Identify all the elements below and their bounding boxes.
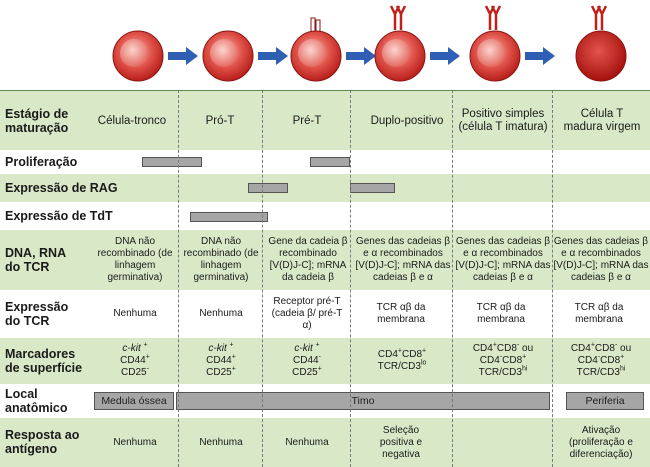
- markers-c4: CD4+CD8+ TCR/CD3lo: [377, 347, 427, 372]
- tdt-row: Expressão de TdT: [0, 202, 650, 230]
- arrow-icon: [346, 47, 376, 65]
- tcr-c5: TCR αβ da membrana: [476, 302, 526, 325]
- markers-c2: c-kit + CD44+ CD25+: [206, 341, 236, 378]
- maturation-table: Estágio de maturação Célula-tronco Pró-T…: [0, 90, 650, 467]
- single-positive-cell-icon: [469, 5, 521, 82]
- markers-c1: c-kit + CD44+ CD25-: [120, 341, 150, 378]
- proliferation-label: Proliferação: [5, 155, 78, 169]
- tcr-c2: Nenhuma: [199, 308, 243, 319]
- response-row: Resposta ao antígeno Nenhuma Nenhuma Nen…: [0, 418, 650, 467]
- col-double-positive: Duplo-positivo: [370, 114, 444, 127]
- dna-c6: Genes das cadeias β e α recombinados [V(…: [553, 236, 649, 283]
- rag-label: Expressão de RAG: [5, 181, 118, 195]
- tcr-c6: TCR αβ da membrana: [574, 302, 624, 325]
- response-label: Resposta ao antígeno: [5, 428, 80, 456]
- stage-row: Estágio de maturação Célula-tronco Pró-T…: [0, 90, 650, 151]
- tcr-row: Expressão do TCR Nenhuma Nenhuma Recepto…: [0, 290, 650, 338]
- pre-t-cell-icon: [290, 17, 342, 82]
- thymus-bar: Timo: [176, 392, 550, 410]
- dna-c4: Genes das cadeias β e α recombinados [V(…: [355, 236, 451, 283]
- response-c4: Seleção positiva e negativa: [379, 424, 423, 460]
- tcr-c3: Receptor pré-T (cadeia β/ pré-T α): [271, 296, 343, 331]
- proliferation-row: Proliferação: [0, 150, 650, 174]
- tdt-label: Expressão de TdT: [5, 209, 113, 223]
- tcr-c1: Nenhuma: [113, 308, 157, 319]
- double-positive-cell-icon: [374, 5, 426, 82]
- markers-label: Marcadores de superfície: [5, 347, 83, 375]
- dna-label: DNA, RNA do TCR: [5, 246, 66, 274]
- column-divider: [350, 90, 351, 467]
- location-label: Local anatômico: [5, 387, 68, 415]
- response-c3: Nenhuma: [285, 436, 329, 448]
- markers-c5: CD4+CD8- ou CD4-CD8+ TCR/CD3hi: [472, 341, 534, 378]
- dna-c1: DNA não recombinado (de linhagem germina…: [97, 236, 173, 283]
- dna-row: DNA, RNA do TCR DNA não recombinado (de …: [0, 230, 650, 290]
- arrow-icon: [168, 47, 198, 65]
- cell-illustrations: [112, 5, 627, 82]
- response-c2: Nenhuma: [199, 436, 243, 448]
- column-divider: [262, 90, 263, 467]
- rag-bar-pret: [248, 183, 288, 193]
- column-divider: [552, 90, 553, 467]
- arrow-icon: [525, 47, 555, 65]
- col-single-positive: Positivo simples (célula T imatura): [458, 108, 548, 133]
- proliferation-bar-pret: [310, 157, 350, 167]
- periphery-bar: Periferia: [566, 392, 644, 410]
- arrow-icon: [430, 47, 460, 65]
- tcr-label: Expressão do TCR: [5, 300, 69, 328]
- dna-c3: Gene da cadeia β recombinado [V(D)J-C]; …: [268, 236, 348, 283]
- dna-c2: DNA não recombinado (de linhagem germina…: [183, 236, 259, 283]
- bone-marrow-bar: Medula óssea: [94, 392, 174, 410]
- mature-t-cell-icon: [575, 5, 627, 82]
- arrow-icon: [258, 47, 288, 65]
- col-stem-cell: Célula-tronco: [97, 114, 167, 127]
- tcr-c4: TCR αβ da membrana: [376, 302, 426, 325]
- col-mature: Célula T madura virgem: [563, 108, 641, 133]
- markers-c3: c-kit + CD44- CD25+: [292, 341, 322, 378]
- rag-row: Expressão de RAG: [0, 174, 650, 202]
- response-c1: Nenhuma: [113, 436, 157, 448]
- tdt-bar: [190, 212, 268, 222]
- col-pre-t: Pré-T: [292, 114, 322, 127]
- stem-cell-icon: [112, 30, 164, 82]
- markers-row: Marcadores de superfície c-kit + CD44+ C…: [0, 338, 650, 384]
- pro-t-cell-icon: [202, 30, 254, 82]
- col-pro-t: Pró-T: [205, 114, 235, 127]
- column-divider: [178, 90, 179, 467]
- markers-c6: CD4+CD8- ou CD4-CD8+ TCR/CD3hi: [570, 341, 632, 378]
- dna-c5: Genes das cadeias β e α recombinados [V(…: [455, 236, 551, 283]
- rag-bar-dp: [350, 183, 395, 193]
- location-row: Local anatômico Medula óssea Timo Perife…: [0, 384, 650, 418]
- stage-label: Estágio de maturação: [5, 107, 69, 135]
- column-divider: [452, 90, 453, 467]
- proliferation-bar-stem: [142, 157, 202, 167]
- response-c6: Ativação (proliferação e diferenciação): [569, 424, 633, 460]
